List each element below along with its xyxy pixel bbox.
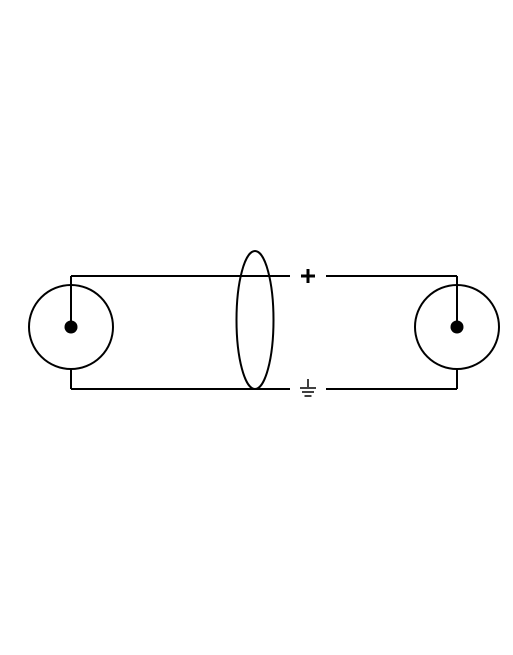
left-rca-connector (28, 276, 114, 389)
ground-icon (300, 379, 316, 397)
cable-shield-ellipse (235, 250, 275, 390)
plus-icon (301, 269, 315, 283)
right-rca-connector (414, 276, 500, 389)
